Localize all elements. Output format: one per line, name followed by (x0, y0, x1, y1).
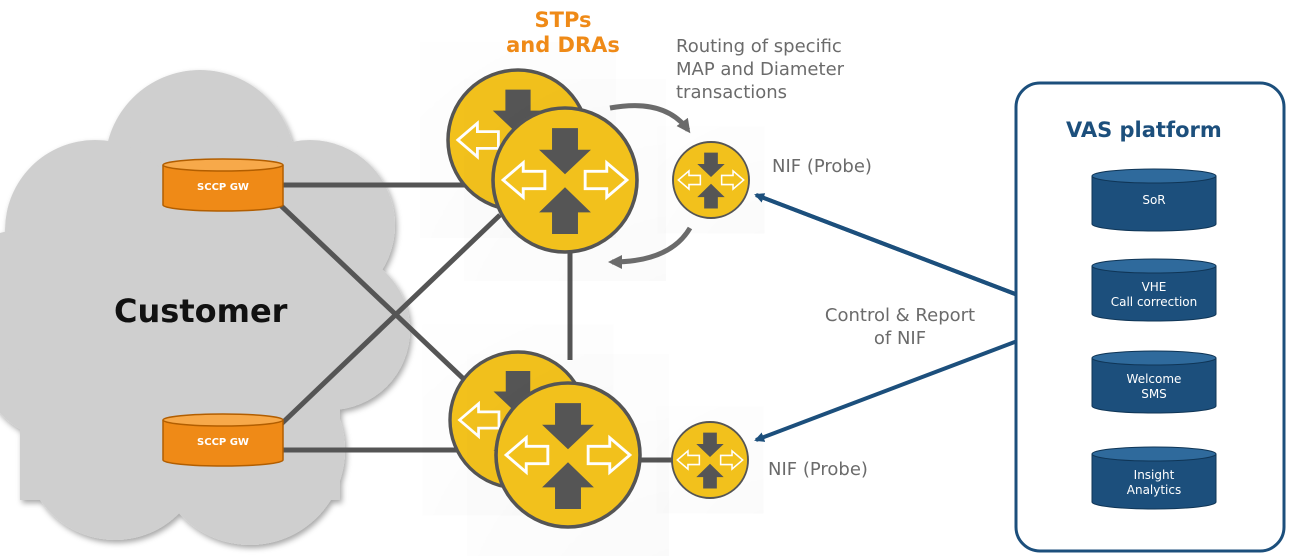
sccp-gw-label-2: SCCP GW (197, 437, 249, 448)
vas-item-insight: Insight Analytics (1092, 468, 1216, 498)
nif-bottom-label: NIF (Probe) (768, 459, 868, 480)
vas-item-vhe: VHE Call correction (1092, 280, 1216, 310)
nif-top-label: NIF (Probe) (772, 156, 872, 177)
customer-cloud (0, 70, 410, 545)
routing-note: Routing of specific MAP and Diameter tra… (676, 35, 844, 104)
link-lines (270, 182, 680, 463)
sccp-gateway-1 (162, 158, 284, 212)
sccp-gw-label-1: SCCP GW (197, 182, 249, 193)
stp-dra-bottom-front (496, 383, 640, 527)
nif-probe-bottom (672, 422, 748, 498)
vas-item-vhe-line2: Call correction (1110, 295, 1198, 309)
stp-dra-title-line1: STPs (534, 8, 592, 32)
routing-arrow-back (608, 226, 693, 269)
vas-item-welcome-line1: Welcome (1126, 372, 1182, 386)
vas-item-welcome: Welcome SMS (1092, 372, 1216, 402)
routing-note-line1: Routing of specific (676, 36, 842, 57)
routing-note-line3: transactions (676, 82, 788, 103)
vas-item-sor: SoR (1092, 193, 1216, 208)
stp-dra-top-front (493, 108, 637, 252)
sccp-gateway-2 (162, 413, 284, 467)
customer-label: Customer (114, 292, 288, 330)
vas-item-sor-line1: SoR (1142, 193, 1166, 207)
routing-note-line2: MAP and Diameter (676, 59, 845, 80)
vas-item-vhe-line1: VHE (1141, 280, 1167, 294)
vas-item-insight-line2: Analytics (1126, 483, 1182, 497)
vas-platform-title: VAS platform (1066, 118, 1222, 142)
stp-dra-title-line2: and DRAs (506, 33, 620, 57)
routing-arrow-out (609, 103, 691, 134)
vas-item-welcome-line2: SMS (1141, 387, 1167, 401)
stp-dra-title: STPs and DRAs (483, 8, 643, 58)
control-note-line2: of NIF (873, 328, 927, 349)
control-note: Control & Report of NIF (810, 304, 990, 350)
control-note-line1: Control & Report (824, 305, 976, 326)
vas-item-insight-line1: Insight (1133, 468, 1175, 482)
nif-probe-top (673, 142, 749, 218)
